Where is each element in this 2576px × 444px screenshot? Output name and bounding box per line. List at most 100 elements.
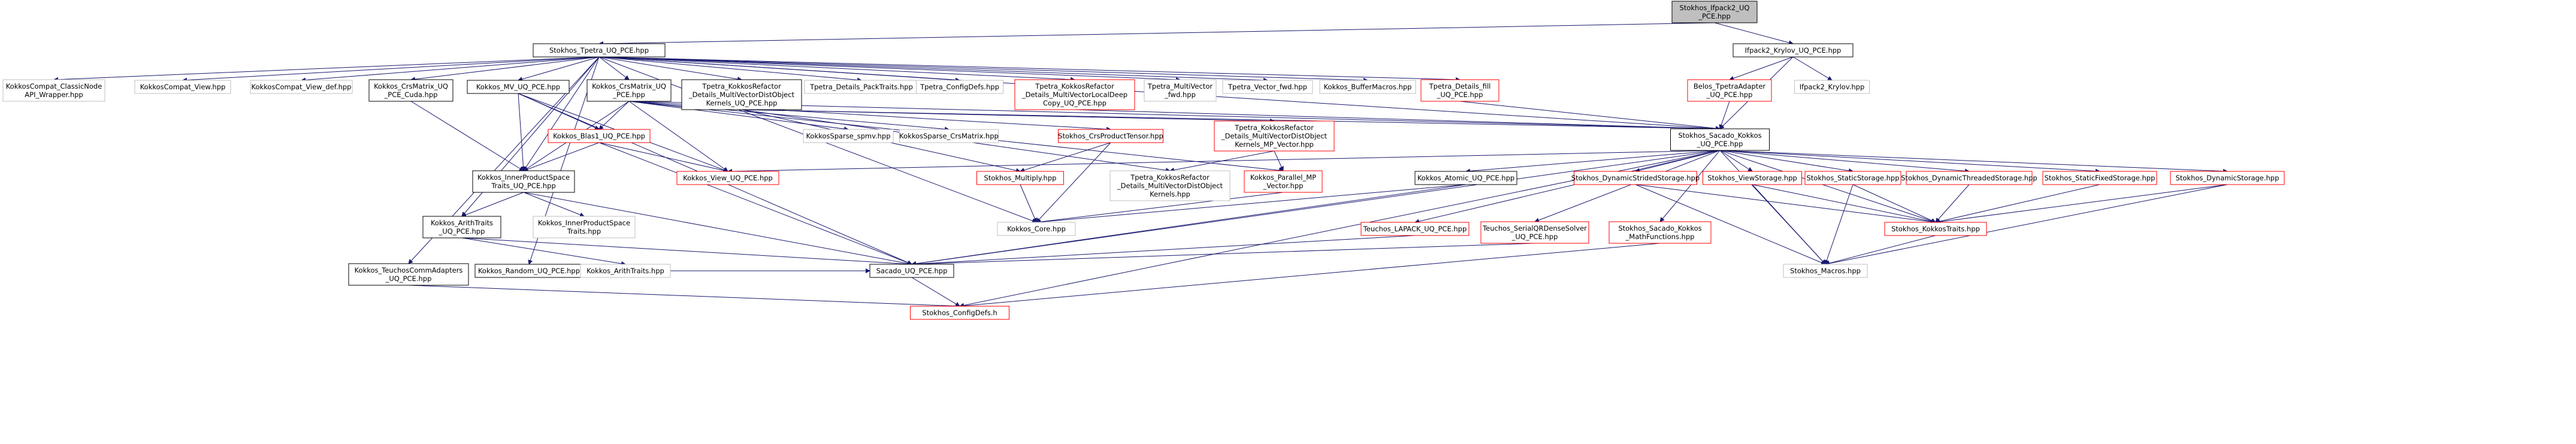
edge-sacado-to-mathfunc [1659,150,1721,222]
node-box [1014,79,1135,110]
node-mvdokernels[interactable]: Tpetra_KokkosRefactor_Details_MultiVecto… [681,79,802,110]
edge-crscuda-to-innerprod [410,101,524,171]
node-label: _PCE.hpp [612,90,645,99]
node-viewuq[interactable]: Kokkos_View_UQ_PCE.hpp [676,171,779,185]
node-label: Kokkos_InnerProductSpace [538,219,630,227]
node-lapack[interactable]: Teuchos_LAPACK_UQ_PCE.hpp [1360,222,1470,236]
node-box [1794,80,1870,94]
node-vecfwd[interactable]: Tpetra_Vector_fwd.hpp [1222,80,1313,94]
node-box [1414,171,1517,185]
node-mvdokernelsgray[interactable]: Tpetra_KokkosRefactor_Details_MultiVecto… [1109,170,1230,201]
node-crstensor[interactable]: Stokhos_CrsProductTensor.hpp [1058,129,1163,143]
node-kcview[interactable]: KokkosCompat_View.hpp [134,80,231,94]
node-detailsfill[interactable]: Tpetra_Details_fill_UQ_PCE.hpp [1420,79,1499,102]
node-label: Sacado_UQ_PCE.hpp [876,267,948,275]
node-crscuda[interactable]: Kokkos_CrsMatrix_UQ_PCE_Cuda.hpp [368,79,453,102]
edge-sacado-to-staticfixed [1719,150,2100,174]
node-box [976,171,1064,185]
node-label: Kokkos_CrsMatrix_UQ [374,82,448,90]
node-mathfunc[interactable]: Stokhos_Sacado_Kokkos_MathFunctions.hpp [1609,221,1712,244]
node-belos[interactable]: Belos_TpetraAdapter_UQ_PCE.hpp [1687,79,1772,102]
node-label: Tpetra_KokkosRefactor [1035,82,1114,90]
node-serialqr[interactable]: Teuchos_SerialQRDenseSolver_UQ_PCE.hpp [1480,221,1589,244]
node-label: Kokkos_MV_UQ_PCE.hpp [476,83,560,91]
node-staticstorage[interactable]: Stokhos_StaticStorage.hpp [1804,171,1901,185]
node-root[interactable]: Stokhos_Ifpack2_UQ_PCE.hpp [1671,1,1758,23]
node-commadapters[interactable]: Kokkos_TeuchosCommAdapters_UQ_PCE.hpp [348,263,469,286]
node-box [997,222,1076,236]
node-tpetra[interactable]: Stokhos_Tpetra_UQ_PCE.hpp [533,43,666,58]
node-sacado[interactable]: Stokhos_Sacado_Kokkos_UQ_PCE.hpp [1670,128,1770,151]
edge-staticfixed-to-kokkostraits [1935,184,2100,224]
node-label: Ifpack2_Krylov_UQ_PCE.hpp [1745,46,1842,55]
edge-sacado-to-atomic [1465,150,1721,174]
node-label: _Details_MultiVectorDistObject [688,90,795,99]
node-ifpack2krylov[interactable]: Ifpack2_Krylov.hpp [1794,80,1870,94]
node-parallelmp[interactable]: Kokkos_Parallel_MP_Vector.hpp [1244,170,1323,193]
node-label: _Vector.hpp [1263,182,1304,190]
node-sacadouq[interactable]: Sacado_UQ_PCE.hpp [869,264,954,278]
edge-dynstrided-to-kokkostraits [1635,184,1936,225]
edge-tpetra-to-buffermacros [598,56,1368,83]
node-mvuq[interactable]: Kokkos_MV_UQ_PCE.hpp [467,80,570,94]
node-viewstorage[interactable]: Stokhos_ViewStorage.hpp [1703,171,1802,185]
node-label: _UQ_PCE.hpp [439,227,485,235]
edge-sacado-to-kokkostraits [1719,150,1936,223]
node-label: Kokkos_Core.hpp [1007,225,1066,233]
node-ifpack2[interactable]: Ifpack2_Krylov_UQ_PCE.hpp [1733,43,1854,58]
node-box [1319,80,1416,94]
node-label: _PCE.hpp [1698,12,1731,20]
node-crsuq[interactable]: Kokkos_CrsMatrix_UQ_PCE.hpp [586,79,672,102]
node-label: Stokhos_Macros.hpp [1790,267,1861,275]
node-kokkostraits[interactable]: Stokhos_KokkosTraits.hpp [1884,222,1987,236]
edge-detailsfill-to-sacado [1459,101,1721,131]
edge-mpvector-to-parallelmp [1274,150,1284,171]
node-box [910,306,1009,320]
node-box [1733,43,1854,58]
node-localdeep[interactable]: Tpetra_KokkosRefactor_Details_MultiVecto… [1014,79,1135,110]
node-core[interactable]: Kokkos_Core.hpp [997,222,1076,236]
node-randomuq[interactable]: Kokkos_Random_UQ_PCE.hpp [474,264,583,278]
edge-kokkostraits-to-macros [1825,235,1936,266]
edge-arithuq-to-sacadouq [461,237,912,267]
node-dynthreaded[interactable]: Stokhos_DynamicThreadedStorage.hpp [1901,171,2037,185]
node-configdefs[interactable]: Tpetra_ConfigDefs.hpp [916,80,1003,94]
node-packtraits[interactable]: Tpetra_Details_PackTraits.hpp [804,80,919,94]
node-label: Stokhos_CrsProductTensor.hpp [1058,132,1163,140]
edge-tpetra-to-crscuda [410,56,600,82]
node-label: Teuchos_SerialQRDenseSolver [1482,224,1587,232]
node-box [869,264,954,278]
edge-tpetra-to-mvdokernels [598,56,742,81]
node-label: _UQ_PCE.hpp [1697,140,1743,148]
node-macros[interactable]: Stokhos_Macros.hpp [1783,264,1868,278]
node-arithuq[interactable]: Kokkos_ArithTraits_UQ_PCE.hpp [422,216,501,238]
node-staticfixed[interactable]: Stokhos_StaticFixedStorage.hpp [2042,171,2157,185]
node-box [1884,222,1987,236]
node-multiply[interactable]: Stokhos_Multiply.hpp [976,171,1064,185]
node-dynstorage[interactable]: Stokhos_DynamicStorage.hpp [2170,171,2285,185]
node-buffermacros[interactable]: Kokkos_BufferMacros.hpp [1319,80,1416,94]
node-dynstrided[interactable]: Stokhos_DynamicStridedStorage.hpp [1571,171,1700,185]
node-label: Stokhos_DynamicThreadedStorage.hpp [1901,174,2037,182]
node-label: Kokkos_BufferMacros.hpp [1324,83,1412,91]
node-blas1[interactable]: Kokkos_Blas1_UQ_PCE.hpp [548,129,651,143]
node-mvfwd[interactable]: Tpetra_MultiVector_fwd.hpp [1144,79,1217,102]
edge-blas1-to-innerprod [523,142,600,172]
node-label: Kokkos_Random_UQ_PCE.hpp [478,267,580,275]
node-mpvector[interactable]: Tpetra_KokkosRefactor_Details_MultiVecto… [1214,120,1335,152]
edge-tpetra-to-innerprod [523,56,600,171]
node-arithgray[interactable]: Kokkos_ArithTraits.hpp [580,264,671,278]
node-configh[interactable]: Stokhos_ConfigDefs.h [910,306,1009,320]
node-crsmatrix[interactable]: KokkosSparse_CrsMatrix.hpp [899,129,999,143]
node-box [1222,80,1313,94]
node-atomic[interactable]: Kokkos_Atomic_UQ_PCE.hpp [1414,171,1517,185]
node-spmv[interactable]: KokkosSparse_spmv.hpp [803,129,894,143]
node-box [1670,128,1770,151]
edge-serialqr-to-sacadouq [911,243,1535,267]
node-innerprod[interactable]: Kokkos_InnerProductSpaceTraits_UQ_PCE.hp… [472,170,575,193]
edge-root-to-ifpack2 [1714,22,1794,46]
node-kcviewdef[interactable]: KokkosCompat_View_def.hpp [250,80,353,94]
